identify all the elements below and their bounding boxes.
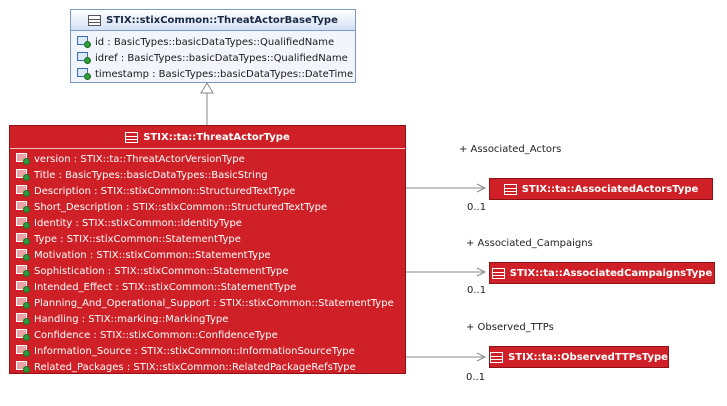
attribute-icon xyxy=(16,361,30,373)
attribute-row[interactable]: Sophistication : STIX::stixCommon::State… xyxy=(10,263,405,279)
attribute-label: Type : STIX::stixCommon::StatementType xyxy=(34,233,241,245)
association-arrowhead-campaigns xyxy=(476,267,487,277)
attribute-icon xyxy=(16,185,30,197)
attribute-icon xyxy=(16,249,30,261)
association-multiplicity-actors: 0..1 xyxy=(467,202,487,213)
association-multiplicity-ttps: 0..1 xyxy=(466,372,486,383)
association-role-ttps: + Observed_TTPs xyxy=(466,322,554,333)
attribute-row[interactable]: Information_Source : STIX::stixCommon::I… xyxy=(10,343,405,359)
attribute-row[interactable]: idref : BasicTypes::basicDataTypes::Qual… xyxy=(71,50,355,66)
class-icon xyxy=(491,267,505,279)
attribute-label: Information_Source : STIX::stixCommon::I… xyxy=(34,345,355,357)
target-class-name: STIX::ta::AssociatedCampaignsType xyxy=(509,267,713,279)
association-arrowhead-ttps xyxy=(476,352,487,362)
attribute-row[interactable]: Intended_Effect : STIX::stixCommon::Stat… xyxy=(10,279,405,295)
attribute-icon xyxy=(16,297,30,309)
class-icon xyxy=(125,131,139,143)
attribute-icon xyxy=(77,52,91,64)
generalization-arrowhead xyxy=(200,82,214,94)
associated-actors-class-box[interactable]: STIX::ta::AssociatedActorsType xyxy=(489,178,713,200)
attribute-icon xyxy=(77,68,91,80)
attribute-row[interactable]: Title : BasicTypes::basicDataTypes::Basi… xyxy=(10,167,405,183)
observed-ttps-class-box[interactable]: STIX::ta::ObservedTTPsType xyxy=(489,346,669,368)
attribute-icon xyxy=(16,201,30,213)
attribute-row[interactable]: Identity : STIX::stixCommon::IdentityTyp… xyxy=(10,215,405,231)
association-arrowhead-actors xyxy=(476,183,487,193)
association-role-campaigns: + Associated_Campaigns xyxy=(466,238,593,249)
attribute-label: Sophistication : STIX::stixCommon::State… xyxy=(34,265,289,277)
attribute-row[interactable]: Description : STIX::stixCommon::Structur… xyxy=(10,183,405,199)
attribute-icon xyxy=(16,153,30,165)
class-icon xyxy=(88,14,102,26)
main-class-name: STIX::ta::ThreatActorType xyxy=(143,131,290,143)
base-class-box[interactable]: STIX::stixCommon::ThreatActorBaseType id… xyxy=(70,9,356,83)
attribute-row[interactable]: Motivation : STIX::stixCommon::Statement… xyxy=(10,247,405,263)
attribute-label: Intended_Effect : STIX::stixCommon::Stat… xyxy=(34,281,297,293)
base-class-header: STIX::stixCommon::ThreatActorBaseType xyxy=(71,10,355,31)
attribute-label: Handling : STIX::marking::MarkingType xyxy=(34,313,229,325)
attribute-label: Confidence : STIX::stixCommon::Confidenc… xyxy=(34,329,278,341)
class-icon xyxy=(490,351,504,363)
attribute-icon xyxy=(16,313,30,325)
attribute-row[interactable]: Related_Packages : STIX::stixCommon::Rel… xyxy=(10,359,405,375)
attribute-row[interactable]: Handling : STIX::marking::MarkingType xyxy=(10,311,405,327)
association-role-actors: + Associated_Actors xyxy=(459,144,562,155)
attribute-label: Identity : STIX::stixCommon::IdentityTyp… xyxy=(34,217,242,229)
attribute-label: Planning_And_Operational_Support : STIX:… xyxy=(34,297,394,309)
attribute-icon xyxy=(16,169,30,181)
attribute-label: Related_Packages : STIX::stixCommon::Rel… xyxy=(34,361,356,373)
main-class-header: STIX::ta::ThreatActorType xyxy=(10,126,405,149)
attribute-row[interactable]: version : STIX::ta::ThreatActorVersionTy… xyxy=(10,151,405,167)
attribute-icon xyxy=(16,329,30,341)
attribute-label: Description : STIX::stixCommon::Structur… xyxy=(34,185,296,197)
attribute-icon xyxy=(16,217,30,229)
base-class-name: STIX::stixCommon::ThreatActorBaseType xyxy=(106,14,338,26)
attribute-icon xyxy=(16,281,30,293)
attribute-label: Motivation : STIX::stixCommon::Statement… xyxy=(34,249,271,261)
attribute-label: Title : BasicTypes::basicDataTypes::Basi… xyxy=(34,169,268,181)
association-multiplicity-campaigns: 0..1 xyxy=(467,285,487,296)
attribute-row[interactable]: Short_Description : STIX::stixCommon::St… xyxy=(10,199,405,215)
attribute-row[interactable]: id : BasicTypes::basicDataTypes::Qualifi… xyxy=(71,34,355,50)
class-icon xyxy=(503,183,517,195)
attribute-icon xyxy=(16,233,30,245)
associated-campaigns-class-box[interactable]: STIX::ta::AssociatedCampaignsType xyxy=(489,262,715,284)
attribute-label: id : BasicTypes::basicDataTypes::Qualifi… xyxy=(95,36,335,48)
target-class-name: STIX::ta::ObservedTTPsType xyxy=(508,351,668,363)
attribute-icon xyxy=(16,265,30,277)
target-class-name: STIX::ta::AssociatedActorsType xyxy=(521,183,699,195)
attribute-row[interactable]: Planning_And_Operational_Support : STIX:… xyxy=(10,295,405,311)
attribute-row[interactable]: Type : STIX::stixCommon::StatementType xyxy=(10,231,405,247)
attribute-label: idref : BasicTypes::basicDataTypes::Qual… xyxy=(95,52,348,64)
attribute-label: Short_Description : STIX::stixCommon::St… xyxy=(34,201,328,213)
main-class-box[interactable]: STIX::ta::ThreatActorType version : STIX… xyxy=(9,125,406,374)
attribute-label: version : STIX::ta::ThreatActorVersionTy… xyxy=(34,153,245,165)
attribute-label: timestamp : BasicTypes::basicDataTypes::… xyxy=(95,68,354,80)
attribute-row[interactable]: Confidence : STIX::stixCommon::Confidenc… xyxy=(10,327,405,343)
attribute-row[interactable]: timestamp : BasicTypes::basicDataTypes::… xyxy=(71,66,355,82)
attribute-icon xyxy=(16,345,30,357)
attribute-icon xyxy=(77,36,91,48)
